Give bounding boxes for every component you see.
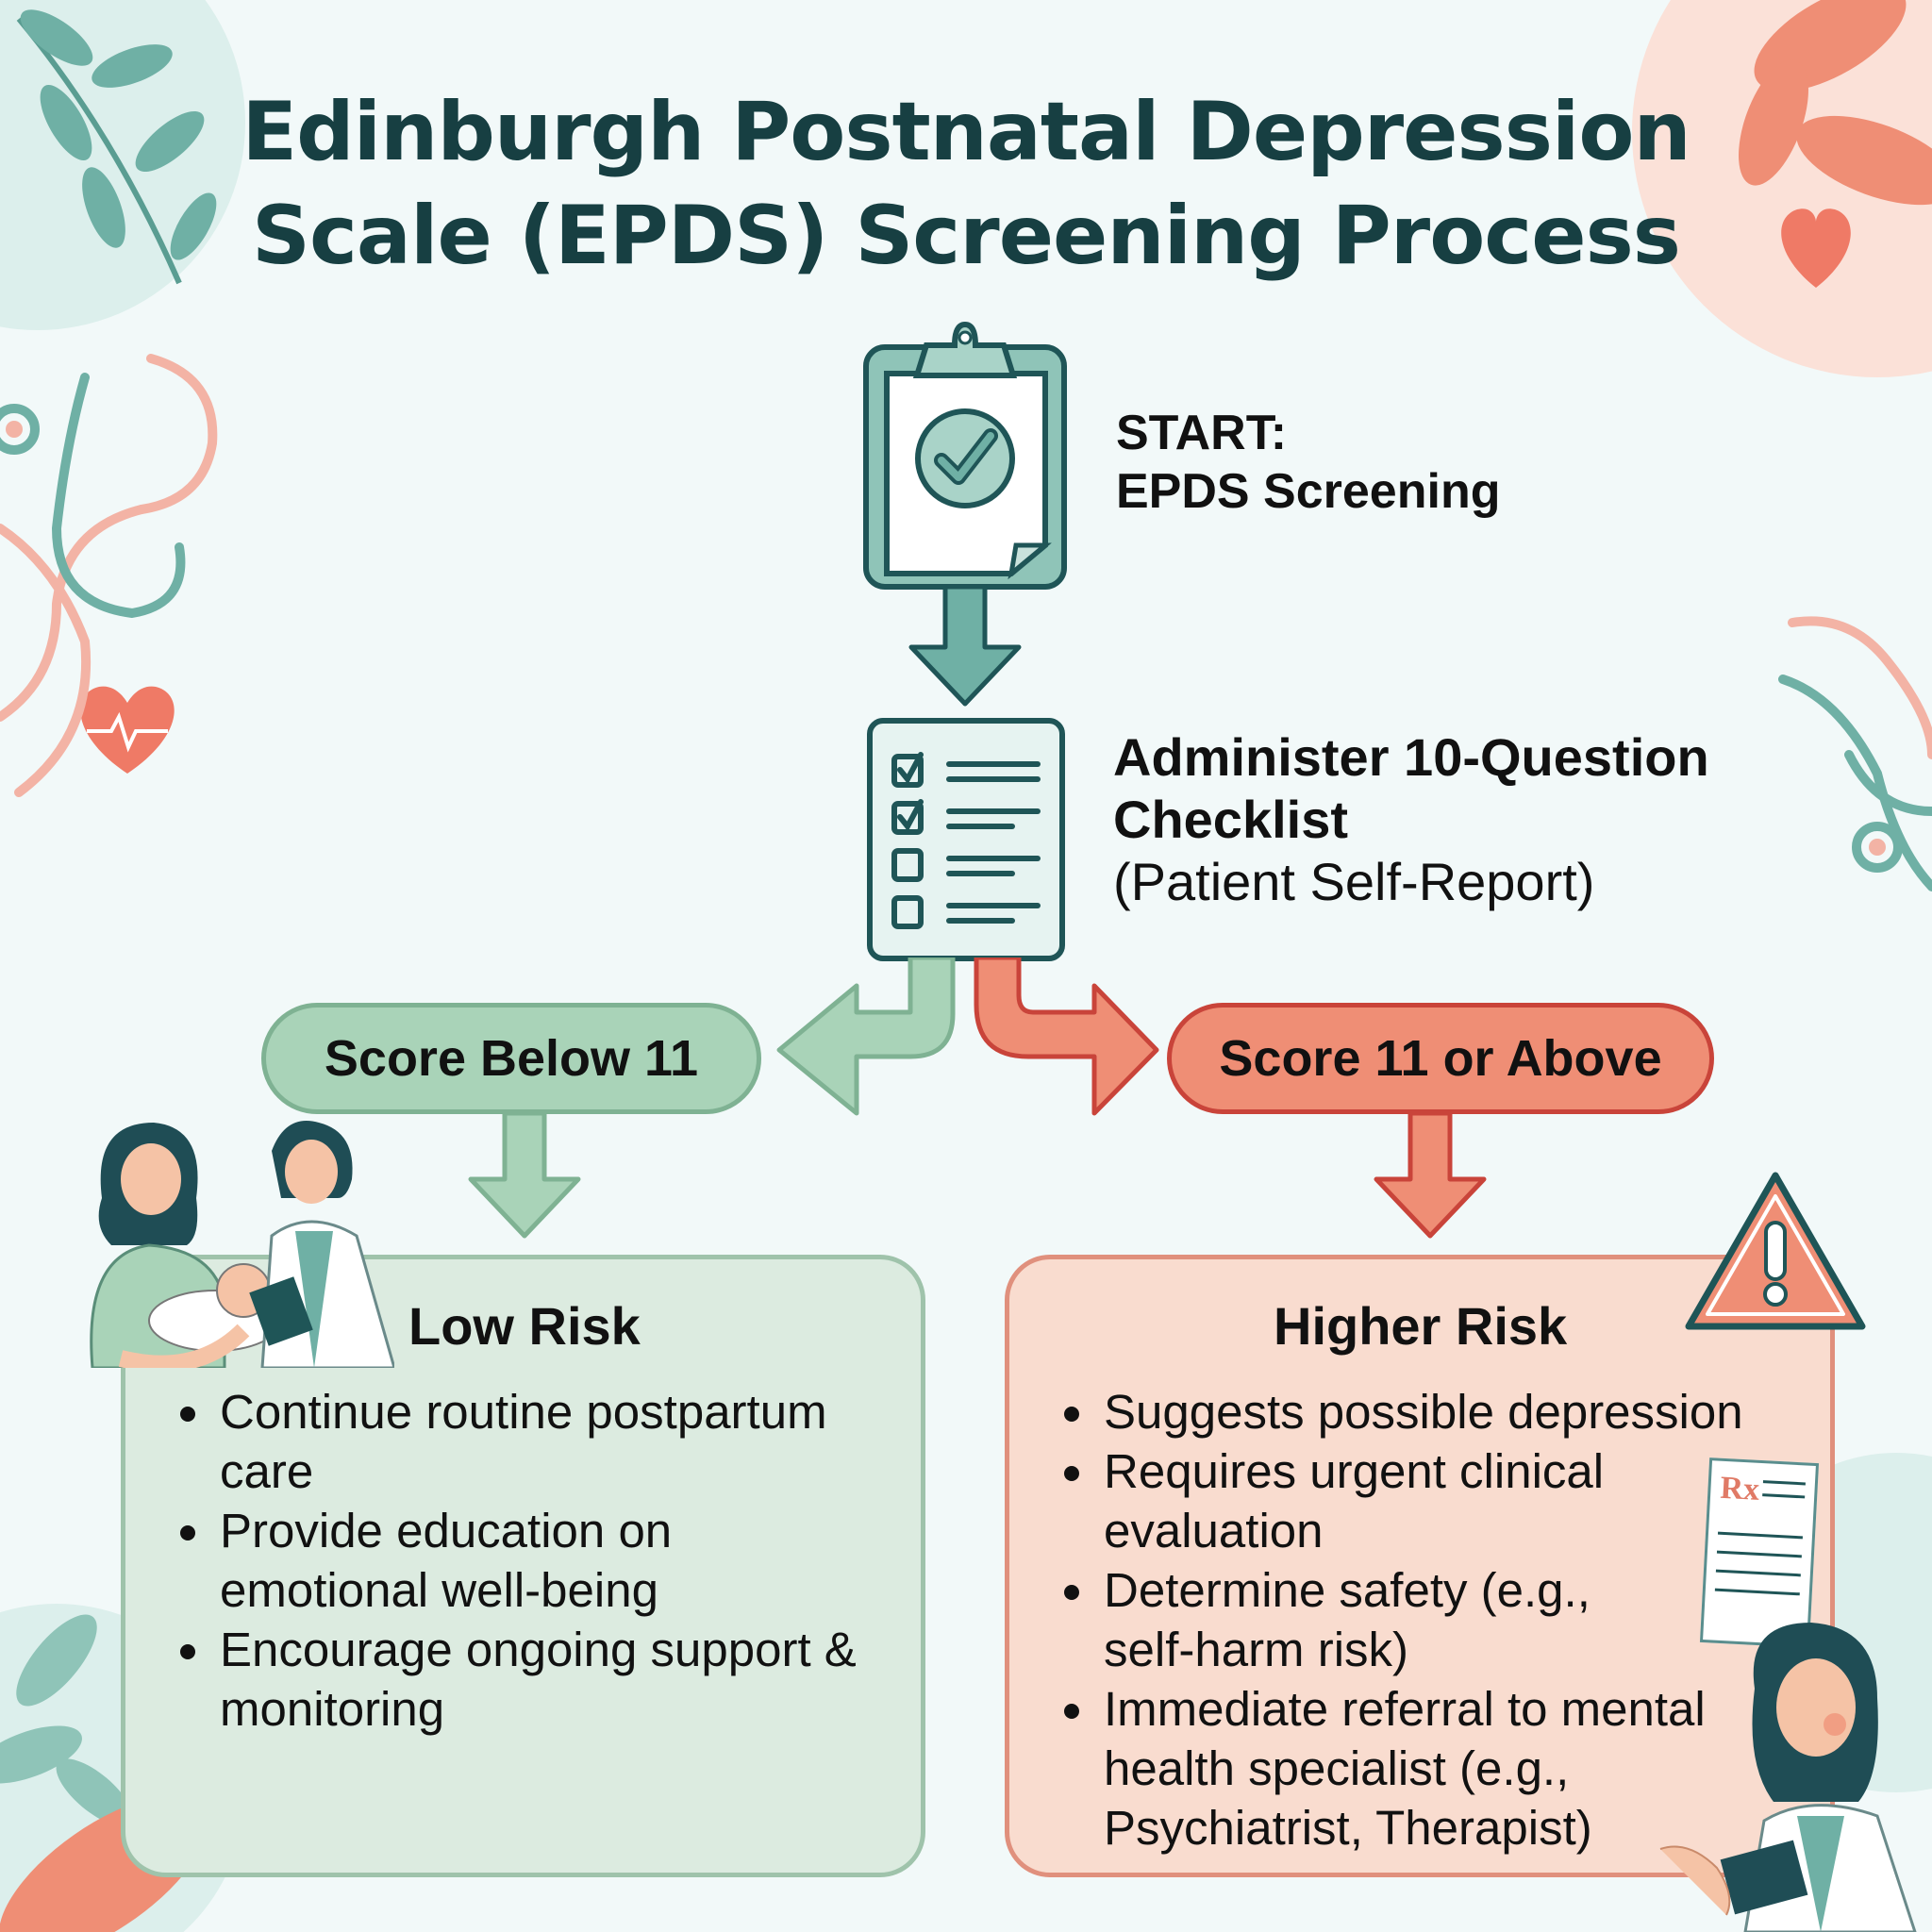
warning-icon: [1685, 1172, 1866, 1330]
stethoscope-icon: [1778, 616, 1932, 891]
rx-symbol: Rx: [1719, 1470, 1761, 1507]
start-label-line-1: START:: [1116, 406, 1288, 460]
administer-label-line-3: (Patient Self-Report): [1113, 852, 1595, 911]
heart-icon: [1781, 208, 1851, 288]
higher-risk-title: Higher Risk: [1274, 1296, 1568, 1356]
title-line-1: Edinburgh Postnatal Depression: [242, 85, 1690, 179]
title-line-2: Scale (EPDS) Screening Process: [252, 189, 1681, 283]
stethoscope-icon: [0, 354, 218, 797]
list-item: Immediate referral to mental health spec…: [1058, 1679, 1764, 1857]
leaf-cluster-icon: [1739, 0, 1932, 206]
higher-risk-list: Suggests possible depression Requires ur…: [1058, 1382, 1804, 1857]
low-risk-title: Low Risk: [408, 1296, 641, 1356]
list-item: Continue routine postpartum care: [175, 1382, 891, 1501]
mother-and-doctor-illustration: [90, 1121, 394, 1368]
leaf-branch-icon: [16, 9, 217, 285]
score-below-11-node: Score Below 11: [261, 1003, 761, 1114]
page-title: Edinburgh Postnatal Depression Scale (EP…: [0, 80, 1932, 288]
checklist-icon: [867, 718, 1065, 961]
administer-step-label: Administer 10-Question Checklist (Patien…: [1113, 726, 1709, 913]
low-risk-list: Continue routine postpartum care Provide…: [175, 1382, 891, 1739]
score-11-or-above-node: Score 11 or Above: [1167, 1003, 1714, 1114]
list-item: Encourage ongoing support & monitoring: [175, 1620, 891, 1739]
arrow-down-green-icon: [468, 1113, 581, 1239]
list-item: Requires urgent clinical evaluation: [1058, 1441, 1632, 1560]
higher-risk-panel: Higher Risk Suggests possible depression…: [1005, 1255, 1835, 1877]
low-risk-panel: Low Risk Continue routine postpartum car…: [121, 1255, 925, 1877]
list-item: Provide education on emotional well-bein…: [175, 1501, 891, 1620]
branch-arrow-right-icon: [974, 958, 1159, 1116]
clipboard-check-icon: [863, 321, 1067, 590]
heartbeat-heart-icon: [80, 686, 175, 774]
concerned-doctor-illustration: [1659, 1623, 1917, 1932]
arrow-down-icon: [908, 585, 1022, 707]
branch-arrow-left-icon: [776, 958, 956, 1116]
administer-label-line-1: Administer 10-Question: [1113, 727, 1709, 787]
leaf-branch-icon: [0, 1614, 133, 1826]
start-label-line-2: EPDS Screening: [1116, 464, 1501, 519]
administer-label-line-2: Checklist: [1113, 790, 1348, 849]
start-step-label: START: EPDS Screening: [1116, 404, 1500, 521]
list-item: Determine safety (e.g., self-harm risk): [1058, 1560, 1632, 1679]
arrow-down-red-icon: [1374, 1113, 1487, 1239]
list-item: Suggests possible depression: [1058, 1382, 1804, 1441]
